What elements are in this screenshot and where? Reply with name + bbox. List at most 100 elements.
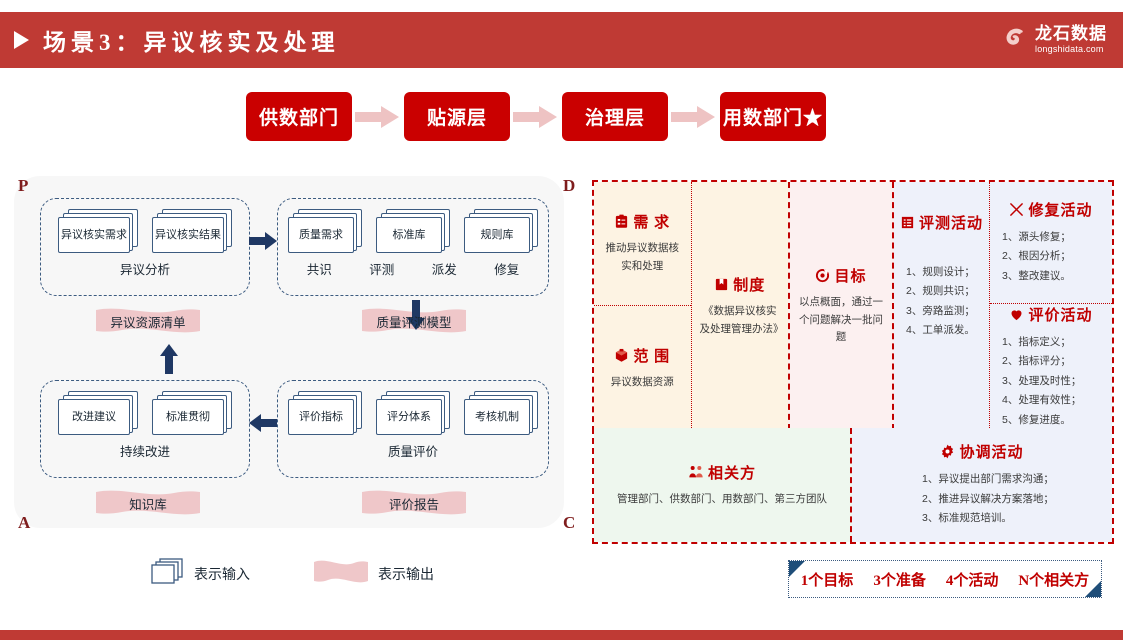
document-stack-icon: 评价指标 (288, 391, 362, 435)
summary-item-stakeholder: N个相关方 (1018, 572, 1090, 589)
output-flag-plan: 异议资源清单 (96, 308, 200, 334)
framework-panel: 需 求 推动异议数据核实和处理 范 围 异议数据资源 (592, 180, 1114, 544)
document-stack-icon: 质量需求 (288, 209, 362, 253)
document-label: 异议核实需求 (61, 228, 127, 241)
stakeholders-body: 管理部门、供数部门、用数部门、第三方团队 (617, 492, 827, 505)
pdca-corner-p: P (18, 176, 29, 195)
document-label: 改进建议 (72, 410, 116, 423)
document-row: 评价指标 评分体系 考核机制 (278, 381, 548, 435)
pdca-quadrant-act: 改进建议 标准贯彻 持续改进 (40, 380, 250, 478)
system-title: 制度 (733, 277, 766, 294)
prepare-group: 需 求 推动异议数据核实和处理 范 围 异议数据资源 (594, 182, 788, 430)
sublabel-consensus: 共识 (306, 263, 332, 277)
assess-title-row: 评测活动 (894, 212, 989, 233)
footer-bar (0, 630, 1123, 640)
cell-goal[interactable]: 目标 以点概面，通过一个问题解决一批问题 (788, 182, 894, 430)
pdca-quadrant-plan: 异议核实需求 异议核实结果 异议分析 (40, 198, 250, 296)
list-item: 5、修复进度。 (1002, 413, 1071, 426)
document-stack-icon: 规则库 (464, 209, 538, 253)
flow-box-source-layer[interactable]: 贴源层 (404, 92, 510, 141)
document-label: 评价指标 (299, 410, 343, 423)
list-item: 3、整改建议。 (1002, 269, 1071, 282)
list-item: 3、旁路监测； (906, 304, 975, 317)
brand-logo: 龙石数据 longshidata.com (999, 24, 1107, 54)
play-triangle-icon (14, 31, 29, 49)
quadrant-sublabels: 共识 评测 派发 修复 (278, 259, 548, 278)
assess-title: 评测活动 (918, 216, 983, 232)
flow-box-supply[interactable]: 供数部门 (246, 92, 352, 141)
quadrant-label: 质量评价 (387, 445, 438, 459)
page-title: 场景3：异议核实及处理 (43, 30, 340, 55)
document-stack-icon: 异议核实需求 (58, 209, 138, 253)
process-flow: 供数部门 贴源层 治理层 用数部门★ (246, 92, 826, 141)
repair-title: 修复活动 (1028, 202, 1093, 219)
cell-assess-activity[interactable]: 评测活动 1、规则设计； 2、规则共识； 3、旁路监测； 4、工单派发。 (894, 182, 990, 430)
document-label: 规则库 (480, 228, 514, 241)
document-label: 评分体系 (387, 410, 431, 423)
cycle-arrow-up-icon (160, 344, 178, 379)
scope-title: 范 围 (633, 348, 671, 365)
stakeholders-title-row: 相关方 (688, 462, 756, 483)
flag-ribbon-icon (96, 490, 200, 515)
flow-arrow-icon (668, 104, 720, 130)
goal-body: 以点概面，通过一个问题解决一批问题 (799, 295, 883, 344)
flag-ribbon-icon (96, 308, 200, 333)
document-stack-icon: 考核机制 (464, 391, 538, 435)
flow-box-governance-layer[interactable]: 治理层 (562, 92, 668, 141)
cell-repair-activity[interactable]: 修复活动 1、源头修复； 2、根因分析； 3、整改建议。 (990, 182, 1112, 304)
quadrant-label: 异议分析 (119, 263, 170, 277)
cycle-arrow-left-icon (249, 414, 277, 437)
document-stack-icon: 评分体系 (376, 391, 450, 435)
document-row: 改进建议 标准贯彻 (41, 381, 249, 435)
corner-decoration-bottom-right (1085, 581, 1101, 597)
list-item: 3、处理及时性； (1002, 374, 1082, 387)
legend-output: 表示输出 (314, 559, 434, 588)
stakeholders-title: 相关方 (707, 465, 756, 482)
goal-title: 目标 (834, 268, 867, 285)
document-stack-icon: 标准贯彻 (152, 391, 232, 435)
cube-box-icon (616, 348, 628, 362)
document-label: 标准贯彻 (166, 410, 210, 423)
legend-output-label: 表示输出 (378, 565, 434, 582)
system-body: 《数据异议核实及处理管理办法》 (699, 304, 784, 335)
output-flag-label: 知识库 (129, 497, 167, 512)
document-label: 标准库 (392, 228, 426, 241)
cycle-arrow-down-icon (407, 300, 425, 335)
flow-box-consumer[interactable]: 用数部门★ (720, 92, 826, 141)
corner-decoration-top-left (789, 561, 805, 577)
output-flag-label: 异议资源清单 (110, 315, 186, 330)
document-label: 质量需求 (299, 228, 343, 241)
document-label: 异议核实结果 (155, 228, 221, 241)
list-board-icon (901, 216, 914, 229)
document-stack-icon: 改进建议 (58, 391, 138, 435)
list-item: 1、规则设计； (906, 266, 975, 278)
flag-ribbon-icon (362, 490, 466, 515)
book-icon (716, 278, 728, 290)
people-group-icon (689, 466, 703, 478)
cell-evaluate-activity[interactable]: 评价活动 1、指标定义； 2、指标评分； 3、处理及时性； 4、处理有效性； 5… (990, 304, 1112, 430)
list-item: 2、规则共识； (906, 285, 975, 298)
scope-title-row: 范 围 (594, 345, 691, 366)
clipboard-checklist-icon (616, 214, 628, 228)
requirement-body: 推动异议数据核实和处理 (605, 242, 680, 272)
assess-list: 1、规则设计； 2、规则共识； 3、旁路监测； 4、工单派发。 (894, 263, 989, 341)
cell-coordinate-activity[interactable]: 协调活动 1、异议提出部门需求沟通； 2、推进异议解决方案落地； 3、标准规范培… (852, 428, 1112, 542)
cell-scope[interactable]: 范 围 异议数据资源 (594, 306, 691, 430)
cell-stakeholders[interactable]: 相关方 管理部门、供数部门、用数部门、第三方团队 (594, 428, 852, 542)
logo-swirl-icon (1006, 28, 1023, 45)
sublabel-assess: 评测 (369, 263, 395, 277)
list-item: 1、源头修复； (1002, 230, 1071, 243)
summary-item-activity: 4个活动 (945, 572, 999, 589)
cell-system[interactable]: 制度 《数据异议核实及处理管理办法》 (691, 182, 789, 430)
legend: 表示输入 表示输出 (150, 558, 434, 589)
page-header: 场景3：异议核实及处理 龙石数据 longshidata.com (0, 12, 1123, 68)
system-title-row: 制度 (692, 274, 789, 295)
list-item: 4、处理有效性； (1002, 394, 1082, 407)
document-label: 考核机制 (475, 410, 519, 423)
cycle-arrow-right-icon (249, 232, 277, 255)
flow-arrow-icon (352, 104, 404, 130)
scope-body: 异议数据资源 (610, 375, 674, 388)
summary-box: 1个目标 3个准备 4个活动 N个相关方 (788, 560, 1102, 598)
output-flag-do: 质量评测模型 (362, 308, 466, 334)
cell-requirement[interactable]: 需 求 推动异议数据核实和处理 (594, 182, 691, 306)
